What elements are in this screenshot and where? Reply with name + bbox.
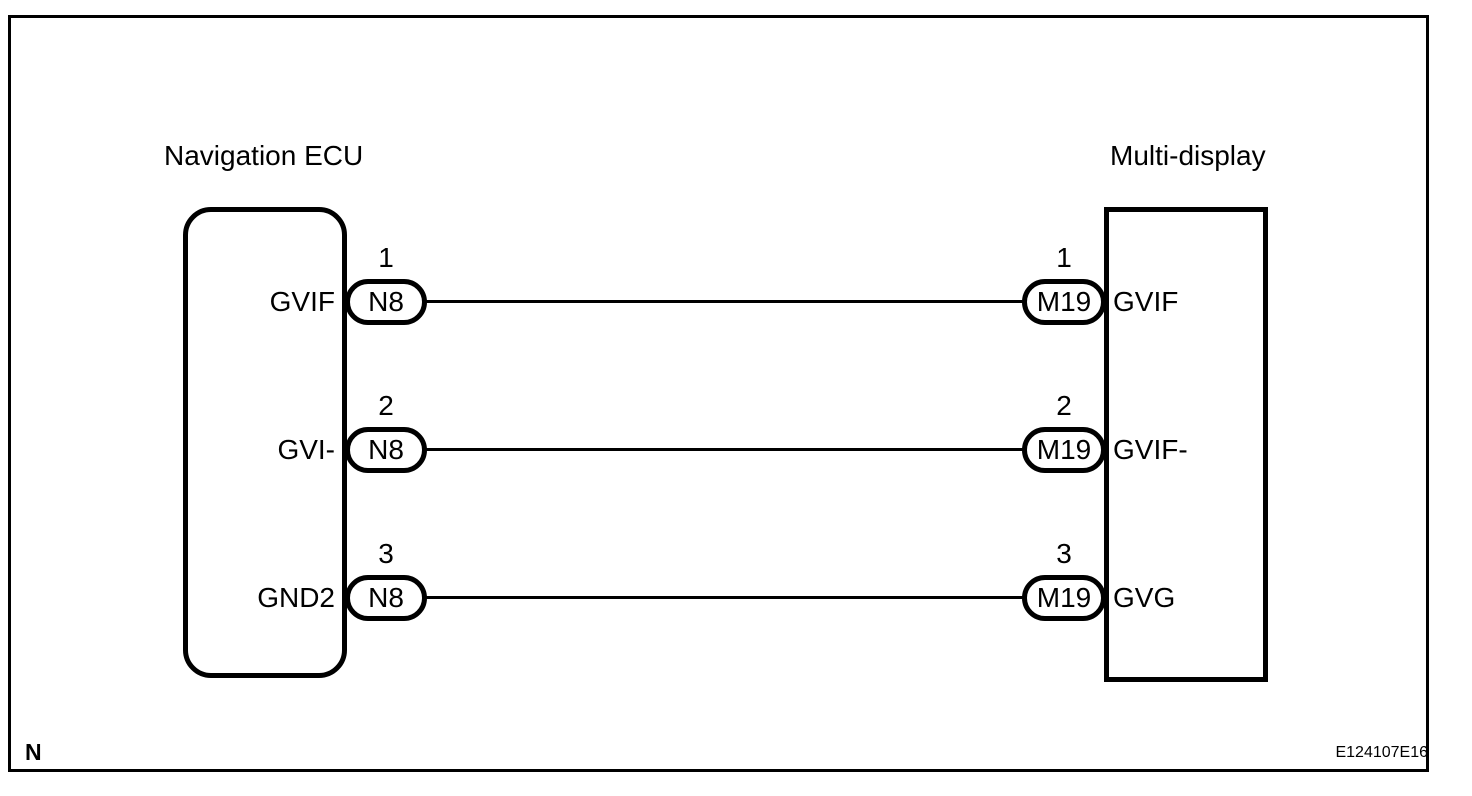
right-signal-label: GVG bbox=[1113, 582, 1176, 613]
wire-line bbox=[425, 448, 1024, 451]
right-connector-pill: M19 bbox=[1022, 575, 1106, 621]
right-component-box bbox=[1104, 207, 1268, 682]
right-pin-number: 3 bbox=[1056, 538, 1072, 569]
left-component-title: Navigation ECU bbox=[164, 140, 364, 171]
left-signal-label: GVIF bbox=[269, 286, 335, 317]
left-connector-pill: N8 bbox=[345, 575, 427, 621]
left-pin-number: 1 bbox=[378, 242, 394, 273]
wire-line bbox=[425, 300, 1024, 303]
wire-row: GVI- 2 N8 2 M19 GVIF- bbox=[0, 391, 1472, 473]
left-signal-label: GVI- bbox=[277, 434, 335, 465]
left-connector-pill: N8 bbox=[345, 279, 427, 325]
right-signal-label: GVIF- bbox=[1113, 434, 1188, 465]
left-signal-label: GND2 bbox=[257, 582, 335, 613]
right-component-title: Multi-display bbox=[1110, 140, 1266, 171]
left-connector-pill: N8 bbox=[345, 427, 427, 473]
wire-row: GVIF 1 N8 1 M19 GVIF bbox=[0, 243, 1472, 325]
right-connector-pill: M19 bbox=[1022, 279, 1106, 325]
right-signal-label: GVIF bbox=[1113, 286, 1179, 317]
right-pin-number: 2 bbox=[1056, 390, 1072, 421]
page-marker: N bbox=[25, 739, 42, 765]
left-component-box bbox=[183, 207, 347, 678]
figure-code: E124107E16 bbox=[1335, 744, 1428, 761]
right-connector-pill: M19 bbox=[1022, 427, 1106, 473]
wire-line bbox=[425, 596, 1024, 599]
left-pin-number: 2 bbox=[378, 390, 394, 421]
left-pin-number: 3 bbox=[378, 538, 394, 569]
right-pin-number: 1 bbox=[1056, 242, 1072, 273]
wire-row: GND2 3 N8 3 M19 GVG bbox=[0, 539, 1472, 621]
